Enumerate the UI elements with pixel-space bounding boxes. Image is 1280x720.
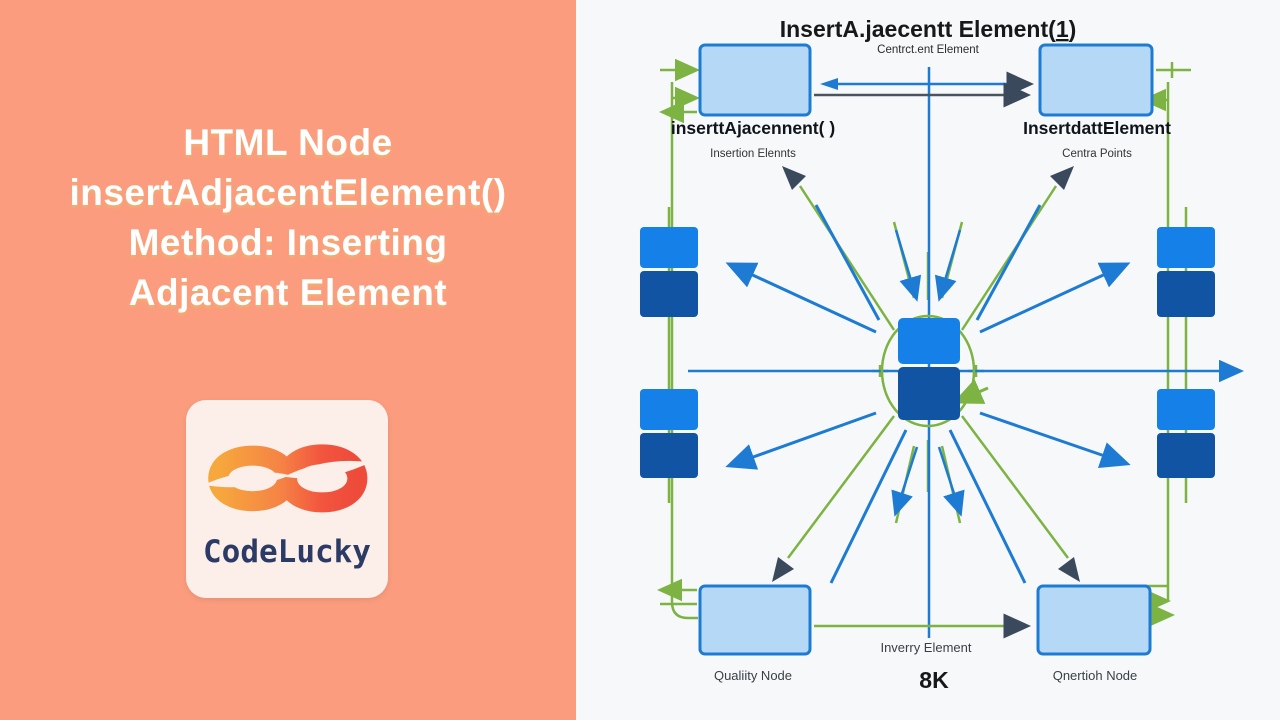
box-bottom-right [1036,584,1152,656]
logo-card: CodeLucky [186,400,388,598]
codelucky-infinity-icon [203,444,371,513]
insert-adjacent-diagram: InsertA.jaecentt Element(1) Centrct.ent … [640,16,1244,693]
label-bottom-center: Inverry Element [880,640,971,655]
diagram-title: InsertA.jaecentt Element(1) [780,16,1077,42]
label-resolution: 8K [919,667,949,693]
center-node-top [898,318,960,364]
box-top-right [1038,43,1154,117]
diagram-subtitle: Centrct.ent Element [877,44,979,56]
logo-text: CodeLucky [203,534,371,570]
title-panel: HTML Node insertAdjacentElement() Method… [0,0,576,720]
label-bottom-right: Qnertioh Node [1053,668,1138,683]
sublabel-top-left: Insertion Elennts [710,148,796,160]
side-node-pairs [640,227,1215,478]
title-line-3: Method: Inserting [128,222,448,263]
center-node-bottom [898,367,960,420]
dark-arrowheads [772,166,1080,582]
blue-left-arrowhead [820,78,838,90]
center-ellipse [880,314,976,428]
diagram-panel: InsertA.jaecentt Element(1) Centrct.ent … [576,0,1280,720]
title-line-1: HTML Node [183,122,393,163]
label-top-right: InsertdattElement [1023,118,1171,138]
box-bottom-left [698,584,812,656]
title-line-2: insertAdjacentElement() [69,172,507,213]
corner-boxes [698,43,1154,656]
label-bottom-left: Qualiity Node [714,668,792,683]
label-top-left: inserttAjacennent( ) [671,118,835,138]
page-title: HTML Node insertAdjacentElement() Method… [0,118,576,318]
title-line-4: Adjacent Element [128,272,448,313]
box-top-left [698,43,812,117]
sublabel-top-right: Centra Points [1062,148,1132,160]
center-node-pair [898,318,960,420]
blue-arrow-lines [688,67,1244,638]
